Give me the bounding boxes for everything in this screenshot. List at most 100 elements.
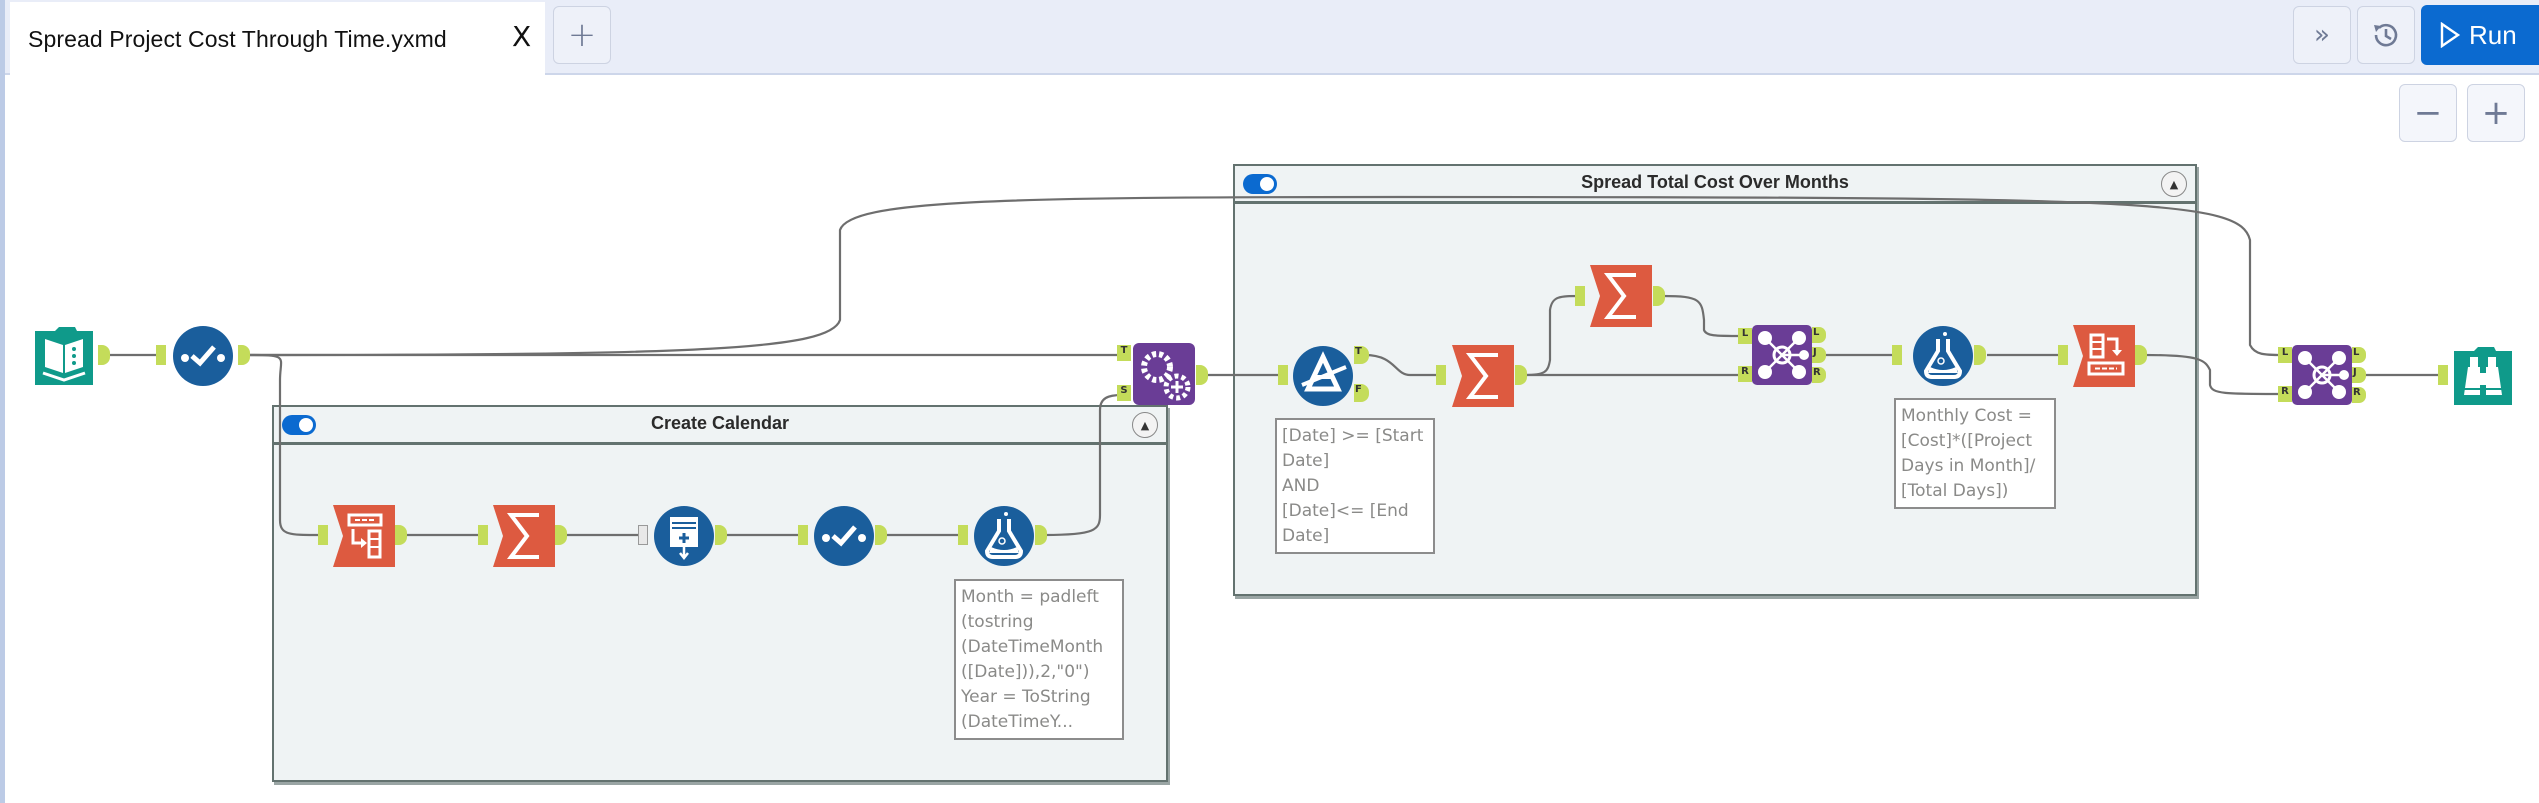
zoom-out-button[interactable]: − (2399, 84, 2457, 142)
output-anchor[interactable] (2135, 345, 2147, 365)
input-anchor[interactable] (478, 525, 488, 545)
input-anchor-right[interactable]: R (2278, 386, 2292, 402)
wire (249, 353, 319, 537)
calendar-formula-annotation: Month = padleft (tostring (DateTimeMonth… (954, 579, 1124, 740)
filter-annotation: [Date] >= [Start Date] AND [Date]<= [End… (1275, 418, 1435, 554)
flask-icon (1913, 326, 1973, 386)
tool-generate-rows[interactable] (653, 505, 715, 571)
output-anchor[interactable] (715, 525, 727, 545)
wire (2144, 353, 2283, 396)
tool-join[interactable] (2292, 345, 2352, 409)
output-anchor-false[interactable]: F (1354, 384, 1369, 402)
tool-filter[interactable] (1292, 345, 1354, 411)
binoculars-icon (2454, 347, 2512, 405)
history-button[interactable] (2357, 6, 2415, 64)
join-icon (1752, 325, 1812, 385)
zoom-in-button[interactable]: + (2467, 84, 2525, 142)
workflow-tab[interactable]: Spread Project Cost Through Time.yxmd X (10, 2, 545, 75)
history-icon (2374, 23, 2398, 47)
input-anchor[interactable] (2438, 365, 2448, 385)
crosstab-icon (2073, 325, 2135, 387)
output-anchor[interactable] (238, 345, 250, 365)
output-anchor-left[interactable]: L (1812, 327, 1826, 343)
tool-transpose[interactable] (333, 505, 395, 571)
input-anchor-source[interactable]: S (1117, 385, 1131, 401)
gears-icon (1133, 343, 1195, 405)
tool-browse[interactable] (2452, 345, 2514, 411)
tool-input-data[interactable] (33, 325, 95, 391)
tool-append-fields[interactable] (1133, 343, 1195, 409)
generate-rows-icon (654, 506, 714, 566)
expand-toolbar-button[interactable]: » (2293, 6, 2351, 64)
input-anchor[interactable] (958, 525, 968, 545)
tool-summarize[interactable] (493, 505, 555, 571)
run-label: Run (2469, 19, 2517, 50)
container-toggle[interactable] (282, 415, 316, 435)
sigma-icon (1452, 345, 1514, 407)
new-tab-button[interactable]: + (553, 6, 611, 64)
output-anchor-right[interactable]: R (1812, 367, 1826, 383)
container-title: Create Calendar (650, 413, 790, 433)
input-anchor[interactable] (1278, 365, 1288, 385)
output-anchor-right[interactable]: R (2352, 387, 2366, 403)
close-tab-button[interactable]: X (512, 20, 532, 53)
sigma-icon (1590, 265, 1652, 327)
tab-bar: Spread Project Cost Through Time.yxmd X … (5, 0, 2539, 75)
checkmark-icon (814, 506, 874, 566)
filter-icon (1293, 346, 1353, 406)
run-button[interactable]: Run (2421, 5, 2539, 65)
tool-join[interactable] (1752, 325, 1812, 389)
input-anchor[interactable] (1436, 365, 1446, 385)
container-title: Spread Total Cost Over Months (1581, 172, 1849, 192)
formula-annotation: Monthly Cost = [Cost]*([Project Days in … (1894, 398, 2056, 509)
wire (1364, 353, 1440, 377)
input-anchor-left[interactable]: L (2278, 347, 2292, 363)
input-anchor[interactable] (798, 525, 808, 545)
window-left-edge (0, 0, 5, 803)
container-header: Spread Total Cost Over Months ▲ (1235, 166, 2195, 204)
tool-select[interactable] (172, 325, 234, 391)
output-anchor-join[interactable]: J (1812, 347, 1826, 363)
collapse-icon[interactable]: ▲ (2161, 171, 2187, 197)
output-anchor-left[interactable]: L (2352, 347, 2366, 363)
wire (249, 195, 2283, 357)
tool-formula[interactable] (1912, 325, 1974, 391)
tool-summarize[interactable] (1452, 345, 1514, 411)
output-anchor[interactable] (1653, 286, 1665, 306)
tool-cross-tab[interactable] (2073, 325, 2135, 391)
input-anchor[interactable] (638, 525, 648, 545)
checkmark-icon (173, 326, 233, 386)
output-anchor[interactable] (98, 345, 110, 365)
input-anchor[interactable] (2058, 345, 2068, 365)
input-anchor-target[interactable]: T (1117, 345, 1131, 361)
output-anchor[interactable] (1196, 365, 1208, 385)
output-anchor[interactable] (875, 525, 887, 545)
input-anchor[interactable] (1575, 286, 1585, 306)
play-icon (2440, 22, 2461, 48)
container-header: Create Calendar ▲ (274, 407, 1166, 445)
transpose-icon (333, 505, 395, 567)
plus-icon: + (567, 15, 597, 55)
input-anchor[interactable] (318, 525, 328, 545)
minus-icon: − (2413, 93, 2443, 133)
output-anchor[interactable] (1515, 365, 1527, 385)
input-anchor-right[interactable]: R (1738, 366, 1752, 382)
output-anchor[interactable] (395, 525, 407, 545)
tool-formula[interactable] (973, 505, 1035, 571)
input-anchor-left[interactable]: L (1738, 328, 1752, 344)
tool-summarize[interactable] (1590, 265, 1652, 331)
input-anchor[interactable] (156, 345, 166, 365)
output-anchor[interactable] (555, 525, 567, 545)
input-anchor[interactable] (1892, 345, 1902, 365)
wire (1524, 294, 1581, 377)
collapse-icon[interactable]: ▲ (1132, 412, 1158, 438)
container-toggle[interactable] (1243, 174, 1277, 194)
plus-icon: + (2481, 93, 2511, 133)
output-anchor-join[interactable]: J (2352, 367, 2366, 383)
book-icon (35, 327, 93, 385)
output-anchor-true[interactable]: T (1354, 346, 1369, 364)
output-anchor[interactable] (1974, 345, 1986, 365)
output-anchor[interactable] (1035, 525, 1047, 545)
tool-select[interactable] (813, 505, 875, 571)
